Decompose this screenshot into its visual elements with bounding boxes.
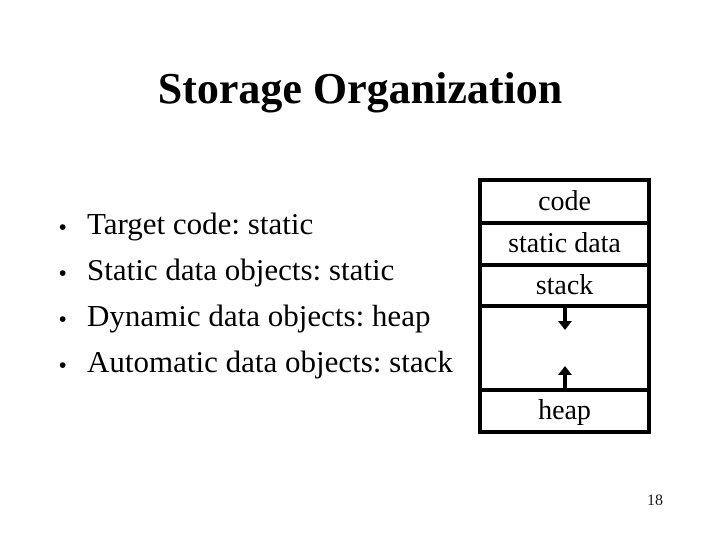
memory-segment-label: heap — [538, 395, 591, 426]
memory-segment-label: code — [538, 185, 591, 217]
bullet-icon: • — [59, 216, 67, 239]
bullet-list: • Target code: static • Static data obje… — [56, 201, 476, 385]
list-item: • Target code: static — [56, 201, 476, 247]
page-title: Storage Organization — [157, 64, 563, 113]
bullet-text: Target code: static — [87, 206, 314, 241]
list-item: • Dynamic data objects: heap — [56, 293, 476, 339]
bullet-text: Automatic data objects: stack — [87, 344, 453, 379]
bullet-icon: • — [59, 262, 67, 285]
list-item: • Static data objects: static — [56, 247, 476, 293]
bullet-icon: • — [59, 308, 67, 331]
bullet-text: Dynamic data objects: heap — [87, 298, 431, 333]
memory-segment-stack: stack — [482, 267, 647, 308]
page-number: 18 — [647, 492, 663, 509]
memory-segment-label: stack — [535, 269, 594, 301]
bullet-text: Static data objects: static — [87, 252, 395, 287]
memory-segment-code: code — [482, 182, 647, 225]
memory-free-region — [482, 308, 647, 392]
list-item: • Automatic data objects: stack — [56, 339, 476, 385]
memory-segment-static-data: static data — [482, 225, 647, 267]
bullet-icon: • — [59, 354, 67, 377]
memory-segment-heap: heap — [482, 392, 647, 430]
memory-layout-diagram: code static data stack heap — [478, 178, 651, 434]
memory-segment-label: static data — [508, 228, 621, 259]
